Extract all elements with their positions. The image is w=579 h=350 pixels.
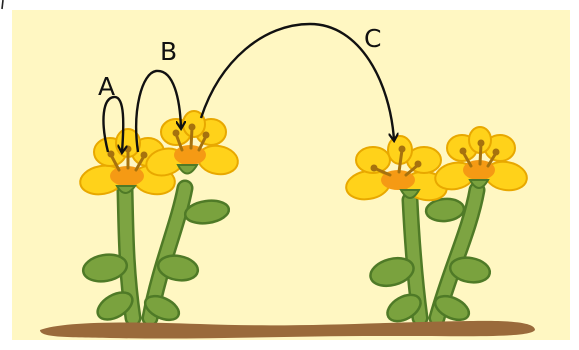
corner-mark	[2, 0, 3, 9]
top-frame	[0, 0, 579, 10]
label-a: A	[98, 72, 115, 101]
left-frame	[0, 0, 12, 350]
label-b: B	[160, 37, 177, 66]
label-c: C	[364, 24, 381, 53]
